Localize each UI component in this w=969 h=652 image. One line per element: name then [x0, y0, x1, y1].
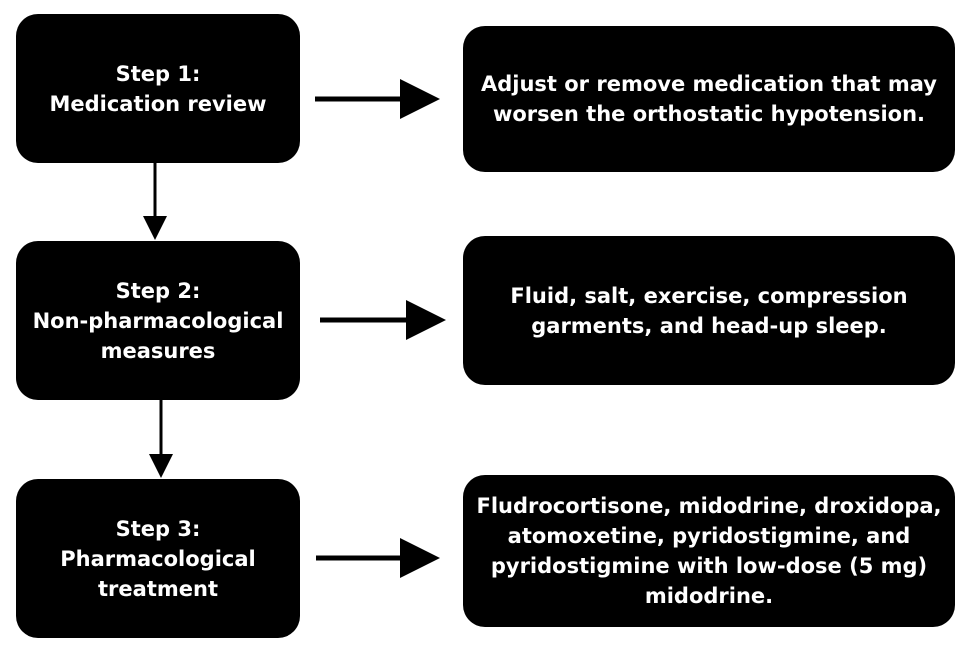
step2-box: Step 2: Non-pharmacological measures — [16, 241, 300, 400]
step2-label: Step 2: — [115, 278, 201, 303]
step3-box: Step 3: Pharmacological treatment — [16, 479, 300, 638]
result2-line2: garments, and head-up sleep. — [531, 313, 887, 338]
step3-title-line1: Pharmacological — [60, 546, 256, 571]
result1-box: Adjust or remove medication that may wor… — [463, 26, 955, 172]
result1-line1: Adjust or remove medication that may — [480, 72, 938, 96]
result3-line4: midodrine. — [644, 584, 774, 608]
result3-line3: pyridostigmine with low-dose (5 mg) — [490, 554, 928, 578]
step1-title: Medication review — [49, 91, 267, 116]
result3-box: Fludrocortisone, midodrine, droxidopa, a… — [463, 475, 955, 627]
step2-title-line1: Non-pharmacological — [32, 308, 284, 333]
step3-label: Step 3: — [115, 516, 201, 541]
result2-line1: Fluid, salt, exercise, compression — [510, 283, 908, 308]
step2-title-line2: measures — [100, 338, 216, 363]
result3-line1: Fludrocortisone, midodrine, droxidopa, — [476, 494, 942, 518]
step1-box: Step 1: Medication review — [16, 14, 300, 163]
result3-line2: atomoxetine, pyridostigmine, and — [507, 524, 911, 548]
step3-title-line2: treatment — [98, 576, 218, 601]
result2-box: Fluid, salt, exercise, compression garme… — [463, 236, 955, 385]
step1-label: Step 1: — [115, 61, 201, 86]
result1-line2: worsen the orthostatic hypotension. — [492, 102, 926, 126]
